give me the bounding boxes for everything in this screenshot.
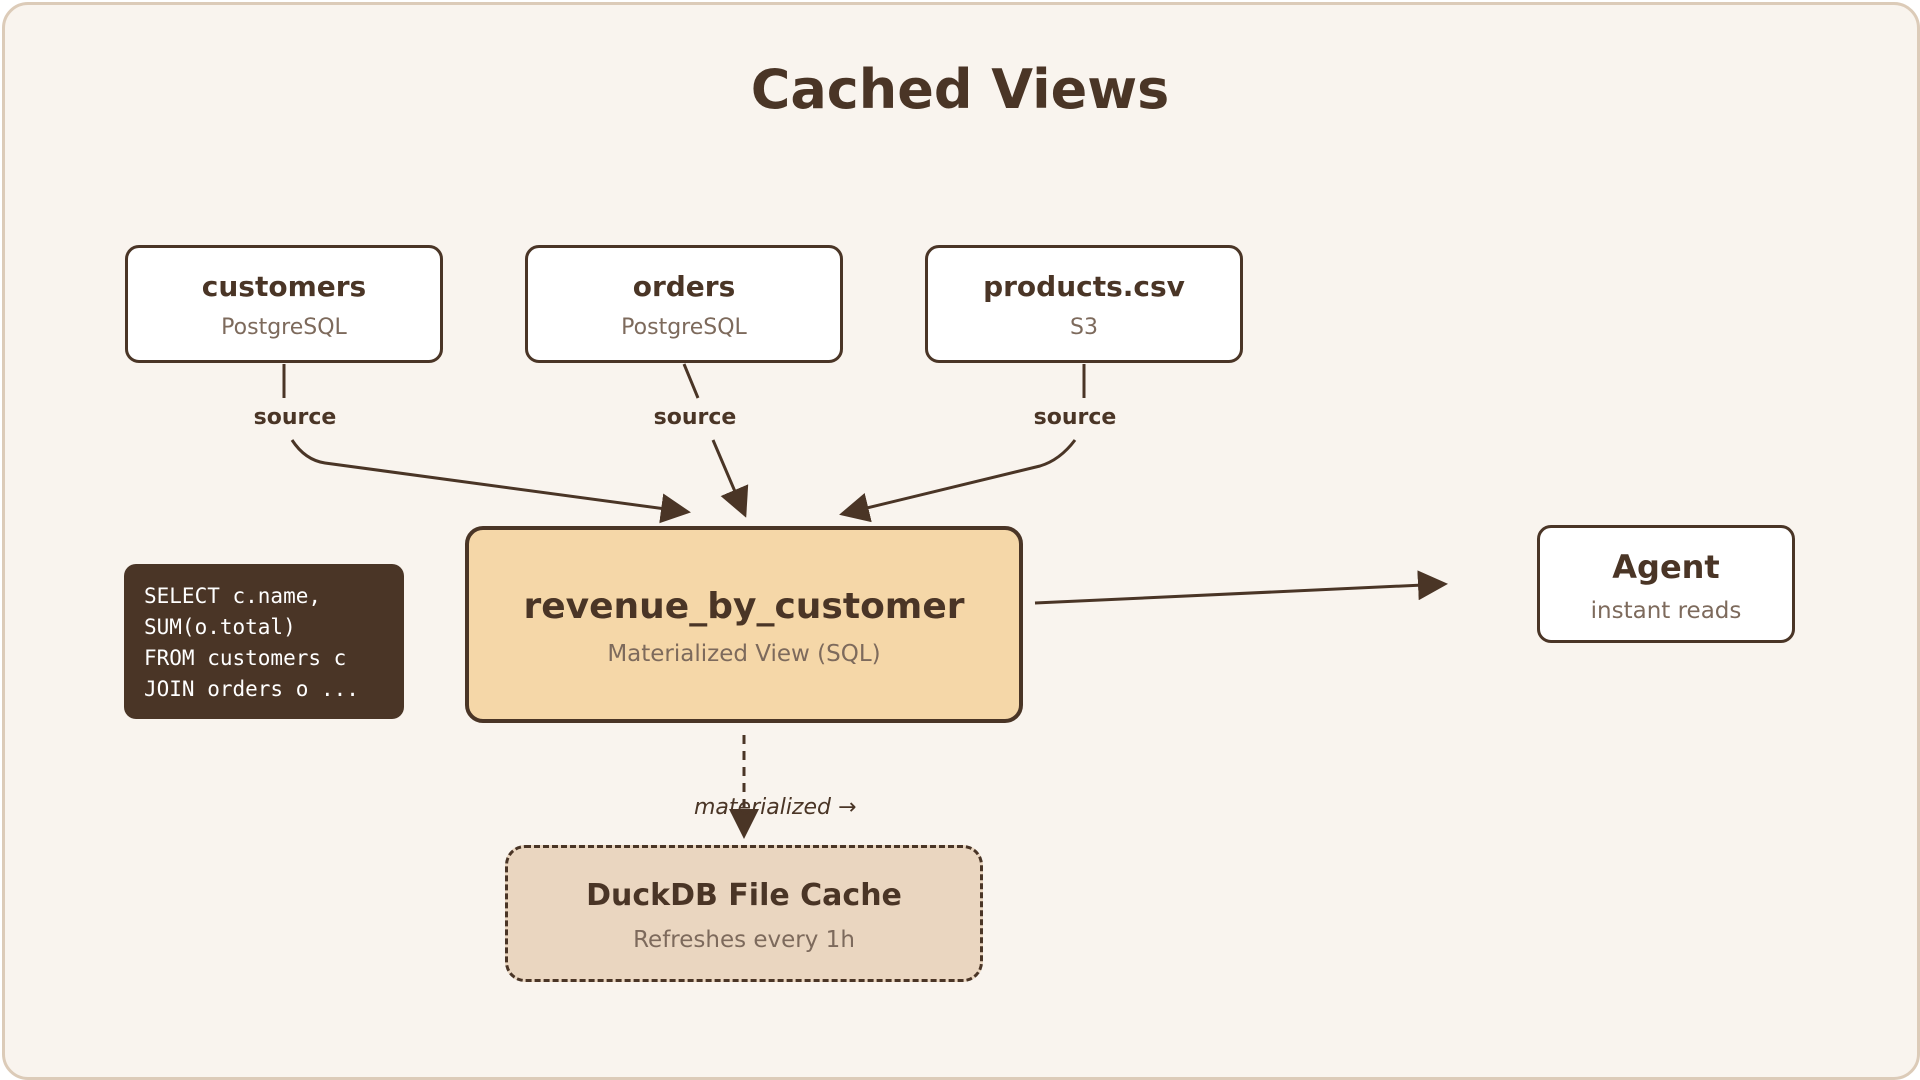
source-node-orders: orders PostgreSQL: [525, 245, 843, 363]
view-type: Materialized View (SQL): [607, 641, 881, 667]
agent-description: instant reads: [1590, 598, 1742, 624]
source-type: PostgreSQL: [221, 315, 347, 340]
sql-line: SELECT c.name,: [144, 584, 322, 608]
agent-node: Agent instant reads: [1537, 525, 1795, 643]
cache-description: Refreshes every 1h: [633, 927, 855, 953]
source-type: S3: [1070, 315, 1098, 340]
edge-label-source: source: [1033, 405, 1117, 430]
source-node-customers: customers PostgreSQL: [125, 245, 443, 363]
edge-view-to-agent: [1034, 570, 1448, 605]
edge-products-to-view: [842, 364, 1086, 514]
edge-customers-to-view: [282, 364, 688, 512]
source-name: customers: [201, 270, 367, 303]
cache-node: DuckDB File Cache Refreshes every 1h: [505, 845, 983, 982]
edge-label-source: source: [253, 405, 337, 430]
agent-name: Agent: [1612, 548, 1720, 586]
cache-name: DuckDB File Cache: [586, 878, 902, 913]
source-type: PostgreSQL: [621, 315, 747, 340]
edge-label-materialized: materialized →: [694, 795, 857, 820]
diagram-title: Cached Views: [750, 58, 1170, 121]
sql-line: JOIN orders o ...: [144, 677, 359, 701]
edge-label-source: source: [653, 405, 737, 430]
source-name: products.csv: [983, 270, 1185, 303]
sql-code-block: SELECT c.name, SUM(o.total) FROM custome…: [124, 564, 404, 719]
materialized-view-node: revenue_by_customer Materialized View (S…: [465, 526, 1023, 723]
edge-orders-to-view: [682, 363, 745, 515]
view-name: revenue_by_customer: [523, 586, 965, 627]
source-node-products: products.csv S3: [925, 245, 1243, 363]
sql-line: FROM customers c: [144, 646, 347, 670]
sql-line: SUM(o.total): [144, 615, 296, 639]
source-name: orders: [632, 270, 736, 303]
